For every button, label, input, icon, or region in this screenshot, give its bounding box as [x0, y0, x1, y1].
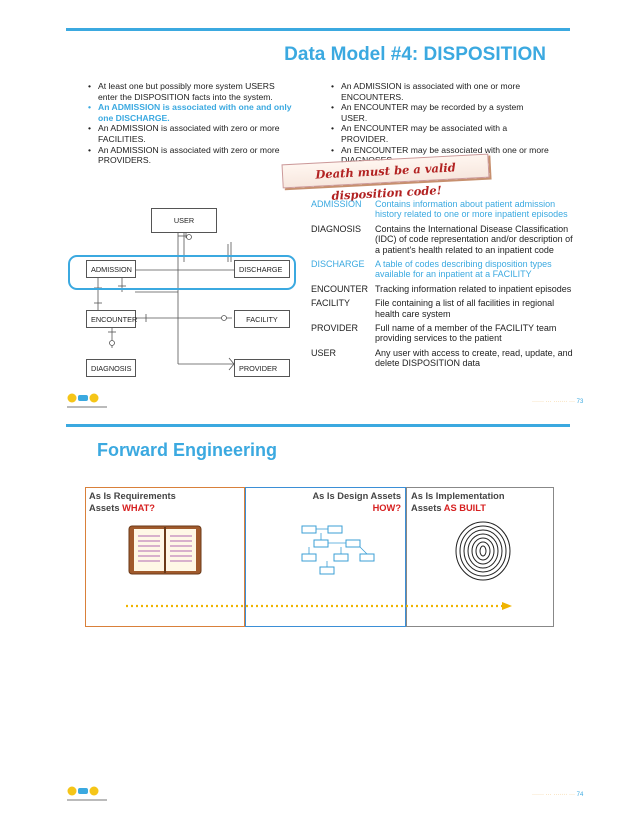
definition-desc: Contains the International Disease Class… — [375, 223, 573, 255]
definition-desc: File containing a list of all facilities… — [375, 298, 555, 319]
slide2-title: Forward Engineering — [97, 440, 278, 460]
entity-provider: PROVIDER — [234, 359, 290, 377]
definition-term: USER — [311, 347, 337, 358]
entity-user: USER — [151, 208, 217, 233]
panel-design: As Is Design Assets HOW? — [245, 487, 406, 627]
panel-implementation: As Is Implementation Assets AS BUILT — [406, 487, 554, 627]
slide2-top-rule — [66, 424, 570, 427]
bullet-item: An ADMISSION is associated with zero or … — [86, 123, 296, 144]
bullet-item-highlight: An ADMISSION is associated with one and … — [86, 102, 296, 123]
bullets-left: At least one but possibly more system US… — [86, 81, 296, 166]
er-connector-lines — [68, 233, 296, 371]
definition-desc: Any user with access to create, read, up… — [375, 347, 573, 369]
design-diagram-icon — [301, 525, 375, 575]
definition-desc: A table of codes describing disposition … — [375, 259, 552, 280]
er-diagram: USER ADMISSION DISCHARGE ENCOUNTER FACIL… — [66, 196, 302, 386]
dotted-arrow — [126, 602, 512, 610]
page-number-value: 73 — [576, 399, 584, 405]
server-coil-icon — [455, 521, 511, 581]
definition-term: ADMISSION — [311, 199, 362, 209]
definition-row: PROVIDER Full name of a member of the FA… — [311, 323, 573, 344]
entity-diagnosis: DIAGNOSIS — [86, 359, 136, 377]
definition-row: DIAGNOSIS Contains the International Dis… — [311, 224, 573, 255]
slide1-top-rule — [66, 28, 570, 31]
definition-term: PROVIDER — [311, 323, 359, 334]
bullet-item: An ADMISSION is associated with one or m… — [329, 81, 549, 102]
panel-design-label: As Is Design Assets HOW? — [312, 491, 401, 513]
bullet-item: An ENCOUNTER may be recorded by a system… — [329, 102, 549, 123]
slide1-title: Data Model #4: DISPOSITION — [284, 44, 546, 65]
disposition-stamp: Death must be a valid disposition code! — [281, 153, 490, 203]
entity-facility: FACILITY — [234, 310, 290, 328]
bullet-item: An ADMISSION is associated with zero or … — [86, 145, 296, 166]
panel-requirements-label: As Is Requirements Assets WHAT? — [89, 491, 176, 513]
definition-term: ENCOUNTER — [311, 283, 369, 294]
definition-row: USER Any user with access to create, rea… — [311, 348, 573, 369]
bullets-right: An ADMISSION is associated with one or m… — [329, 81, 549, 166]
entity-discharge: DISCHARGE — [234, 260, 290, 278]
panel-implementation-label: As Is Implementation Assets AS BUILT — [411, 491, 505, 513]
definition-term: DIAGNOSIS — [311, 223, 362, 234]
page-number-value: 74 — [576, 792, 584, 798]
bullet-item: An ENCOUNTER may be associated with a PR… — [329, 123, 549, 144]
company-logo-icon — [67, 786, 107, 801]
definition-term: DISCHARGE — [311, 259, 365, 270]
panel-requirements: As Is Requirements Assets WHAT? — [85, 487, 245, 627]
definition-row: ADMISSION Contains information about pat… — [311, 199, 573, 220]
bullet-item: At least one but possibly more system US… — [86, 81, 296, 102]
company-logo-icon — [67, 393, 107, 408]
definition-row: DISCHARGE A table of codes describing di… — [311, 259, 573, 280]
definition-term: FACILITY — [311, 298, 351, 309]
entity-admission: ADMISSION — [86, 260, 136, 278]
definition-row: ENCOUNTER Tracking information related t… — [311, 284, 573, 294]
definition-desc: Full name of a member of the FACILITY te… — [375, 323, 557, 344]
definition-desc: Contains information about patient admis… — [375, 199, 568, 220]
definition-row: FACILITY File containing a list of all f… — [311, 298, 573, 319]
entity-encounter: ENCOUNTER — [86, 310, 137, 328]
slide2-page-number: ······ ··· ······· ··· 74 — [532, 792, 584, 798]
definitions-list: ADMISSION Contains information about pat… — [311, 199, 573, 373]
slide1-page-number: ······ ··· ······· ··· 73 — [532, 399, 584, 405]
open-book-icon — [128, 525, 202, 575]
definition-desc: Tracking information related to inpatien… — [375, 283, 572, 294]
